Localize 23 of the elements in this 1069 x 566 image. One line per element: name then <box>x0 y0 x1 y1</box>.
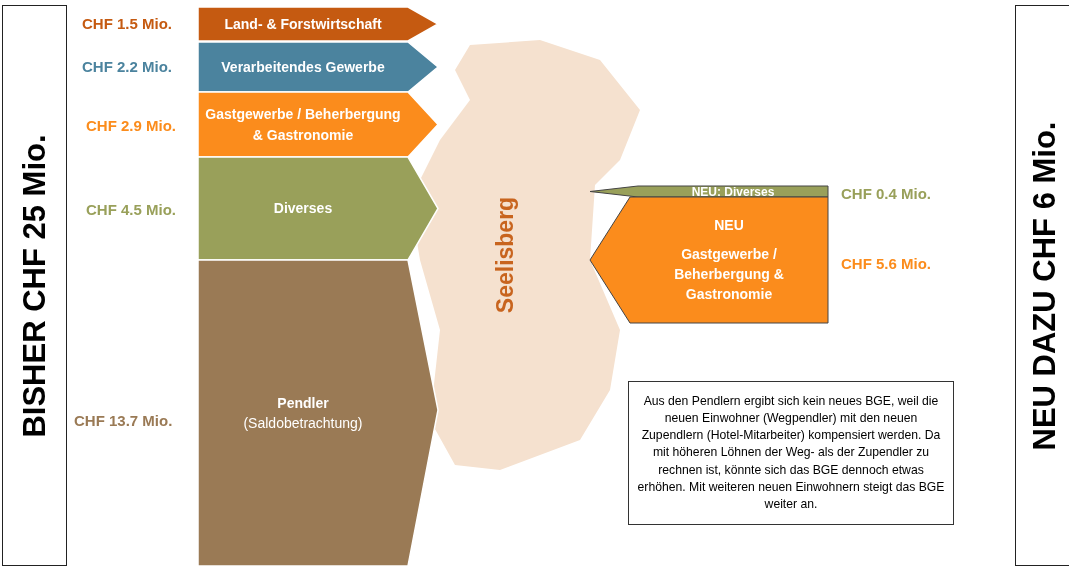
category-label: Pendler <box>277 393 329 413</box>
vertical-title-box <box>2 5 67 566</box>
category-label: NEU <box>714 216 744 236</box>
vertical-title: BISHER CHF 25 Mio. <box>16 133 53 438</box>
region-label: Seelisberg <box>491 196 519 314</box>
note-box <box>628 381 954 525</box>
vertical-title: NEU DAZU CHF 6 Mio. <box>1027 121 1063 450</box>
amount-label: CHF 5.6 Mio. <box>841 255 931 272</box>
amount-label: CHF 13.7 Mio. <box>74 412 173 429</box>
category-label: Gastgewerbe / Beherbergung & Gastronomie <box>673 244 785 305</box>
category-label: NEU: Diverses <box>691 185 775 198</box>
amount-label: CHF 4.5 Mio. <box>86 201 176 218</box>
category-label: Diverses <box>273 199 333 219</box>
amount-label: CHF 2.9 Mio. <box>86 117 176 134</box>
category-label: Verarbeitendes Gewerbe <box>221 57 385 77</box>
amount-label: CHF 2.2 Mio. <box>82 58 172 75</box>
category-label: (Saldobetrachtung) <box>243 414 363 433</box>
amount-label: CHF 1.5 Mio. <box>82 15 172 32</box>
vertical-title-box <box>1015 5 1069 566</box>
category-label: Gastgewerbe / Beherbergung & Gastronomie <box>204 105 402 145</box>
category-label: Land- & Forstwirtschaft <box>224 14 382 34</box>
amount-label: CHF 0.4 Mio. <box>841 185 931 202</box>
note-text: Aus den Pendlern ergibt sich kein neues BGE, weil die neuen Einwohner (Wegpendler) mit den neuen Zupendlern (Hotel-Mitarbeiter) kompensiert werden. Da mit höheren Löhnen der Weg- als der Zupendler zu rechnen ist, könnte sich das BGE dennoch etwas erhöhen. Mit weiteren neuen Einwohnern steigt das BGE weiter an. <box>637 393 945 513</box>
